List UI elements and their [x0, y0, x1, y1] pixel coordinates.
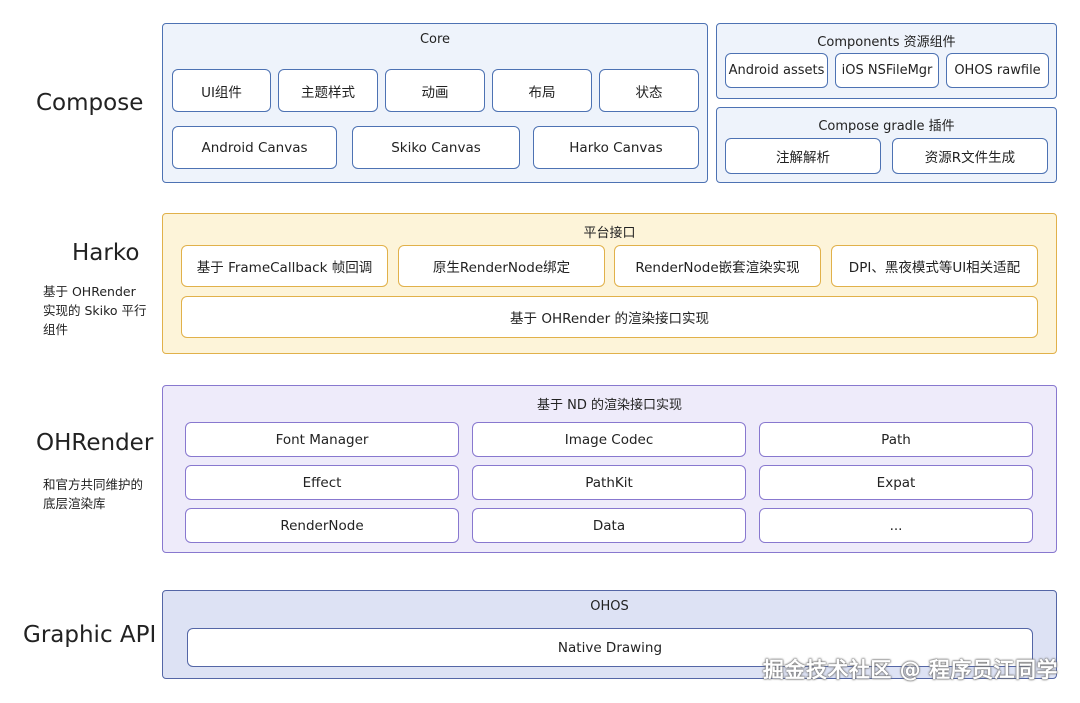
layer-name-harko: Harko — [72, 240, 140, 266]
layer-desc-ohrender: 和官方共同维护的底层渲染库 — [43, 477, 144, 511]
ohr-box-ellipsis: ... — [759, 508, 1033, 543]
ohr-box-image-codec: Image Codec — [472, 422, 746, 457]
layer-name-graphic-api: Graphic API — [23, 622, 157, 648]
core-box-harko-canvas: Harko Canvas — [533, 126, 699, 169]
ohr-box-rendernode: RenderNode — [185, 508, 459, 543]
core-box-skiko-canvas: Skiko Canvas — [352, 126, 520, 169]
core-box-theme: 主题样式 — [278, 69, 378, 112]
gradle-panel-title: Compose gradle 插件 — [818, 119, 955, 134]
graphic-panel-title: OHOS — [590, 599, 629, 614]
layer-name-ohrender: OHRender — [36, 430, 154, 456]
ohr-box-pathkit: PathKit — [472, 465, 746, 500]
core-box-layout: 布局 — [492, 69, 592, 112]
watermark-text: 掘金技术社区 @ 程序员江同学 — [762, 658, 1058, 682]
core-box-ui-components: UI组件 — [172, 69, 271, 112]
ohr-box-expat: Expat — [759, 465, 1033, 500]
resources-panel-title: Components 资源组件 — [817, 35, 956, 50]
harko-box-frame-callback: 基于 FrameCallback 帧回调 — [181, 245, 388, 287]
res-box-ohos-rawfile: OHOS rawfile — [946, 53, 1049, 88]
harko-box-rendernode-binding: 原生RenderNode绑定 — [398, 245, 605, 287]
core-box-animation: 动画 — [385, 69, 485, 112]
graphic-box-native-drawing: Native Drawing — [187, 628, 1033, 667]
layer-name-compose: Compose — [36, 90, 144, 116]
core-panel: Core UI组件 主题样式 动画 布局 状态 Android Canvas S… — [162, 23, 708, 183]
layer-desc-harko: 基于 OHRender 实现的 Skiko 平行组件 — [43, 284, 147, 337]
ohr-box-path: Path — [759, 422, 1033, 457]
harko-box-ohrender-interface: 基于 OHRender 的渲染接口实现 — [181, 296, 1038, 338]
ohr-box-effect: Effect — [185, 465, 459, 500]
resources-panel: Components 资源组件 Android assets iOS NSFil… — [716, 23, 1057, 99]
ohrender-panel-title: 基于 ND 的渲染接口实现 — [537, 398, 682, 413]
ohr-box-font-manager: Font Manager — [185, 422, 459, 457]
core-panel-title: Core — [419, 32, 451, 47]
graphic-panel: OHOS Native Drawing — [162, 590, 1057, 679]
gradle-box-annotation: 注解解析 — [725, 138, 881, 174]
core-box-android-canvas: Android Canvas — [172, 126, 337, 169]
harko-box-dpi-adapt: DPI、黑夜模式等UI相关适配 — [831, 245, 1038, 287]
res-box-ios-nsfilemgr: iOS NSFileMgr — [835, 53, 939, 88]
harko-panel-title: 平台接口 — [583, 226, 636, 241]
res-box-android-assets: Android assets — [725, 53, 828, 88]
harko-panel: 平台接口 基于 FrameCallback 帧回调 原生RenderNode绑定… — [162, 213, 1057, 354]
gradle-panel: Compose gradle 插件 注解解析 资源R文件生成 — [716, 107, 1057, 183]
core-box-state: 状态 — [599, 69, 699, 112]
harko-box-nested-render: RenderNode嵌套渲染实现 — [614, 245, 821, 287]
ohrender-panel: 基于 ND 的渲染接口实现 Font Manager Image Codec P… — [162, 385, 1057, 553]
gradle-box-r-file: 资源R文件生成 — [892, 138, 1048, 174]
ohr-box-data: Data — [472, 508, 746, 543]
